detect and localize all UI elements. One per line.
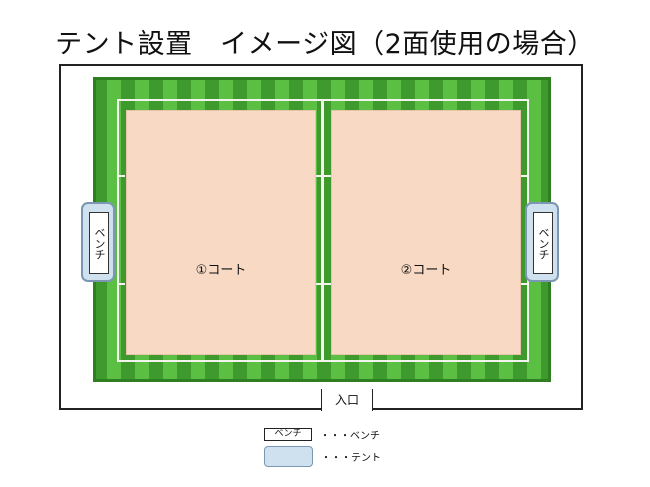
court-1: ①コート — [126, 110, 316, 355]
bench-right-label: ベンチ — [533, 212, 553, 274]
court-2-label: ②コート — [400, 263, 452, 278]
legend-bench-text: ・・・ベンチ — [320, 431, 380, 442]
side-mark — [117, 175, 125, 177]
legend-tent-symbol — [264, 446, 313, 467]
legend-bench-row: ベンチ ・・・ベンチ — [264, 427, 380, 442]
bench-tent-left: ベンチ — [81, 202, 115, 282]
court-2: ②コート — [331, 110, 521, 355]
center-divider-line — [321, 99, 324, 362]
side-mark — [521, 283, 529, 285]
bench-left-label: ベンチ — [89, 212, 109, 274]
court-1-label: ①コート — [195, 263, 247, 278]
center-mark — [313, 175, 332, 177]
entrance: 入口 — [321, 389, 373, 411]
bench-tent-right: ベンチ — [525, 202, 559, 282]
legend-bench-symbol: ベンチ — [264, 428, 312, 441]
grass-field: ①コート ②コート — [93, 77, 551, 382]
side-mark — [117, 283, 125, 285]
center-mark — [313, 283, 332, 285]
legend-tent-text: ・・・テント — [321, 453, 381, 464]
page-title: テント設置 イメージ図（2面使用の場合） — [55, 29, 595, 60]
boundary-line-left — [117, 99, 119, 362]
side-mark — [521, 175, 529, 177]
legend-tent-row: ・・・テント — [264, 446, 381, 467]
